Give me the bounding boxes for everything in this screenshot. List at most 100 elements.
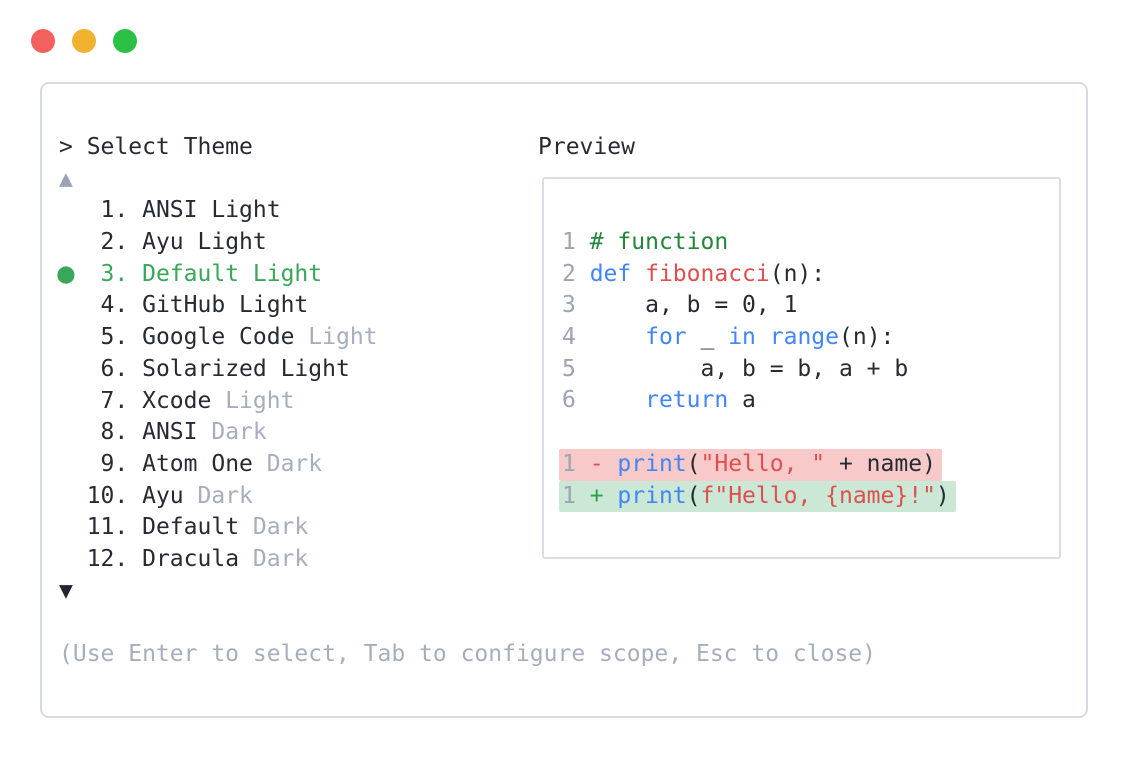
theme-list-item-selected[interactable]: ● 3. Default Light xyxy=(57,257,876,291)
theme-variant-suffix: Dark xyxy=(252,450,323,477)
code-token: print xyxy=(617,450,687,477)
theme-name: Xcode xyxy=(142,387,212,414)
removed-line-highlight: 1 - print("Hello, " + name) xyxy=(559,448,942,481)
selected-bullet-icon: ● xyxy=(57,257,75,290)
theme-name: Solarized Light xyxy=(142,355,350,382)
theme-number: 9. xyxy=(72,450,143,477)
theme-list-item[interactable]: 2. Ayu Light xyxy=(59,227,876,259)
code-token: print xyxy=(617,482,687,509)
theme-name: ANSI Light xyxy=(142,197,281,224)
code-token: def xyxy=(589,260,632,287)
code-line xyxy=(562,417,1059,449)
code-token: - xyxy=(589,450,618,477)
code-token: 4 xyxy=(562,324,590,351)
theme-list-item[interactable]: 6. Solarized Light xyxy=(59,354,876,386)
theme-name: ANSI xyxy=(142,419,198,446)
theme-list-item[interactable]: 5. Google Code Light xyxy=(59,322,876,354)
theme-number: 1. xyxy=(72,197,143,224)
bullet-placeholder xyxy=(59,356,73,382)
theme-list-item[interactable]: 12. Dracula Dark xyxy=(59,544,876,576)
theme-variant-suffix: Dark xyxy=(239,545,309,572)
theme-name: Default xyxy=(142,514,240,541)
theme-number: 4. xyxy=(72,292,143,319)
code-token xyxy=(631,261,645,287)
code-token: + xyxy=(589,482,618,509)
theme-number: 12. xyxy=(72,545,143,572)
theme-name: Default Light xyxy=(142,260,323,287)
theme-variant-suffix: Light xyxy=(211,387,295,414)
diff-line-added: 1 + print(f"Hello, {name}!") xyxy=(559,480,1059,513)
theme-name: Atom One xyxy=(142,450,253,477)
bullet-placeholder xyxy=(59,419,73,445)
theme-name: Google Code xyxy=(142,324,295,351)
minimize-button-icon[interactable] xyxy=(72,29,96,53)
theme-list: 1. ANSI Light 2. Ayu Light● 3. Default L… xyxy=(57,195,876,576)
code-token: fibonacci xyxy=(645,260,770,287)
theme-name: Ayu Light xyxy=(142,229,267,256)
code-token: return xyxy=(645,387,729,414)
theme-variant-suffix: Dark xyxy=(197,419,267,446)
code-token: 1 xyxy=(562,450,590,477)
bullet-placeholder xyxy=(59,292,73,318)
help-row: (Use Enter to select, Tab to configure s… xyxy=(59,639,876,671)
code-token xyxy=(590,324,645,350)
maximize-button-icon[interactable] xyxy=(113,29,137,53)
code-line: 1 # function xyxy=(562,227,1059,259)
theme-number: 2. xyxy=(72,229,143,256)
theme-list-item[interactable]: 1. ANSI Light xyxy=(59,195,876,227)
theme-list-item[interactable]: 7. Xcode Light xyxy=(59,386,876,418)
code-token: 3 xyxy=(562,292,590,319)
bullet-placeholder xyxy=(59,388,73,414)
theme-list-item[interactable]: 10. Ayu Dark xyxy=(59,481,876,513)
code-line: 2 def fibonacci(n): xyxy=(562,259,1059,291)
code-token: 1 xyxy=(562,482,590,509)
code-token: 2 xyxy=(562,260,590,287)
code-line: 3 a, b = 0, 1 xyxy=(562,290,1059,322)
code-token: (n): xyxy=(769,260,826,287)
code-token: f"Hello, {name}!" xyxy=(700,482,936,509)
theme-picker-panel: > Select Theme ▲ 1. ANSI Light 2. Ayu Li… xyxy=(40,82,1088,718)
bullet-placeholder xyxy=(59,546,73,572)
bullet-placeholder xyxy=(59,483,73,509)
code-token: for xyxy=(645,324,687,351)
window-controls xyxy=(31,29,137,53)
theme-list-item[interactable]: 4. GitHub Light xyxy=(59,290,876,322)
code-token: 1 xyxy=(562,229,590,255)
code-token: in xyxy=(728,324,756,351)
theme-list-item[interactable]: 9. Atom One Dark xyxy=(59,449,876,481)
theme-number: 10. xyxy=(72,482,143,509)
theme-list-item[interactable]: 8. ANSI Dark xyxy=(59,417,876,449)
code-token: # function xyxy=(589,229,729,255)
added-line-highlight: 1 + print(f"Hello, {name}!") xyxy=(559,480,956,513)
code-token: range xyxy=(769,324,839,351)
close-button-icon[interactable] xyxy=(31,29,55,53)
theme-number: 11. xyxy=(72,514,143,541)
code-token: a xyxy=(728,387,756,414)
diff-line-removed: 1 - print("Hello, " + name) xyxy=(559,448,1059,481)
code-line: 5 a, b = b, a + b xyxy=(562,354,1059,386)
code-line: 4 for _ in range(n): xyxy=(562,322,1059,354)
bullet-placeholder xyxy=(59,514,73,540)
theme-variant-suffix: Dark xyxy=(183,482,253,509)
code-token: 5 xyxy=(562,355,590,382)
scroll-up-icon[interactable]: ▲ xyxy=(59,165,73,192)
code-token: ) xyxy=(922,450,936,477)
theme-number: 3. xyxy=(72,260,143,287)
code-line: 6 return a xyxy=(562,385,1059,417)
theme-number: 7. xyxy=(72,387,143,414)
scroll-down-icon[interactable]: ▼ xyxy=(59,577,73,604)
spacer-row xyxy=(59,607,876,639)
code-token: _ xyxy=(686,324,729,351)
theme-name: Dracula xyxy=(142,545,240,572)
preview-label: Preview xyxy=(538,134,635,160)
bullet-placeholder xyxy=(59,197,73,223)
theme-list-item[interactable]: 11. Default Dark xyxy=(59,512,876,544)
code-token: ) xyxy=(935,482,950,509)
prompt-line: > Select Theme xyxy=(59,132,876,164)
code-token xyxy=(756,324,770,350)
bullet-placeholder xyxy=(59,229,73,255)
theme-number: 5. xyxy=(72,324,143,351)
code-token xyxy=(590,387,645,413)
